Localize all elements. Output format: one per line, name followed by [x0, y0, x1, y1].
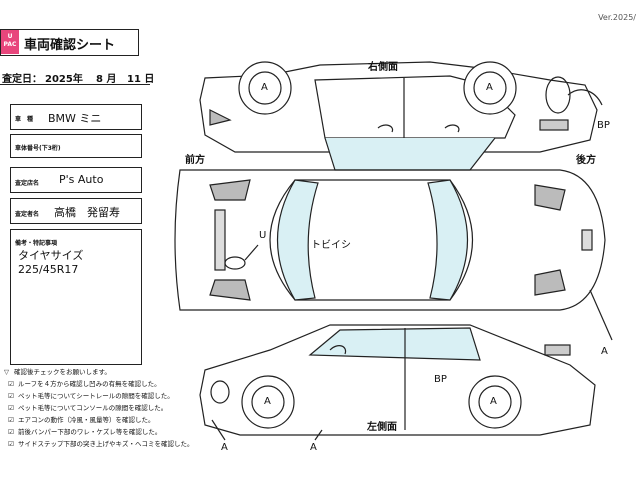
checklist-header: ▽確認後チェックをお願いします。	[4, 368, 111, 376]
store-field: 査定店名 P's Auto	[10, 167, 142, 193]
appraiser-field: 査定者名 高橋 発留寿	[10, 198, 142, 224]
checklist-item: ☑ルーフを４方から確認し凹みの有無を確認した。	[8, 380, 161, 388]
checklist-item: ☑前後バンパー下部のワレ・ケズレ等を確認した。	[8, 428, 162, 436]
chassis-field: 車体番号(下3桁)	[10, 134, 142, 158]
mark-u: U	[259, 230, 267, 241]
checklist-item: ☑ペット毛等についてコンソールの隙間を確認した。	[8, 404, 168, 412]
mark-bp-top: BP	[597, 120, 610, 131]
checkmark-icon[interactable]: ☑	[8, 380, 14, 388]
vehicle-label: 車 種	[15, 116, 34, 123]
mark-bottom-wheel-front: A	[264, 396, 271, 407]
car-diagram	[174, 61, 613, 441]
appraiser-label: 査定者名	[15, 211, 40, 218]
checklist-item: ☑サイドステップ下部の突き上げやキズ・ヘコミを確認した。	[8, 440, 194, 448]
logo-line1: U	[7, 33, 13, 40]
left-side-body	[199, 324, 596, 436]
left-side-label: 左側面	[367, 422, 397, 433]
date-day: 11 日	[127, 74, 155, 85]
checkmark-icon[interactable]: ☑	[8, 428, 14, 436]
mark-bottom-wheel-rear: A	[490, 396, 497, 407]
notes-line2: 225/45R17	[18, 263, 79, 276]
mark-tobiishi: トビイシ	[311, 240, 351, 251]
mark-bottom-a-mid: A	[310, 442, 317, 453]
checkmark-icon[interactable]: ☑	[8, 404, 14, 412]
store-value: P's Auto	[59, 173, 104, 186]
mark-rear-a: A	[601, 346, 608, 357]
checkbox-triangle-icon[interactable]: ▽	[4, 368, 9, 376]
notes-label: 備考・特記事項	[15, 240, 58, 247]
checkmark-icon[interactable]: ☑	[8, 392, 14, 400]
vehicle-value: BMW ミニ	[48, 112, 102, 125]
title-box	[0, 29, 139, 56]
mark-bottom-bp: BP	[434, 374, 447, 385]
rear-label: 後方	[576, 155, 596, 166]
checkmark-icon[interactable]: ☑	[8, 440, 14, 448]
checkmark-icon[interactable]: ☑	[8, 416, 14, 424]
right-side-label: 右側面	[368, 62, 398, 73]
front-label: 前方	[185, 155, 205, 166]
notes-field: 備考・特記事項 タイヤサイズ 225/45R17	[10, 229, 142, 365]
checklist-item: ☑ペット毛等についてシートレールの隙間を確認した。	[8, 392, 174, 400]
date-label: 査定日：	[2, 74, 42, 85]
right-side-body	[199, 61, 598, 153]
top-view-body	[174, 169, 606, 311]
mark-top-wheel-front: A	[261, 82, 268, 93]
mark-bottom-a-left: A	[221, 442, 228, 453]
logo-line2: PAC	[3, 41, 17, 48]
page-title: 車両確認シート	[24, 38, 116, 53]
checklist-item: ☑エアコンの動作（冷風・風量等）を確認した。	[8, 416, 155, 424]
date-underline	[0, 84, 150, 85]
upac-logo: U PAC	[1, 30, 19, 54]
version-label: Ver.2025/	[598, 13, 636, 22]
store-label: 査定店名	[15, 180, 40, 187]
chassis-label: 車体番号(下3桁)	[15, 145, 61, 152]
notes-line1: タイヤサイズ	[18, 249, 84, 262]
mark-top-wheel-rear: A	[486, 82, 493, 93]
date-month: 8 月	[96, 74, 117, 85]
vehicle-field: 車 種 BMW ミニ	[10, 104, 142, 130]
appraiser-value: 高橋 発留寿	[54, 206, 120, 219]
date-year: 2025年	[45, 74, 83, 85]
